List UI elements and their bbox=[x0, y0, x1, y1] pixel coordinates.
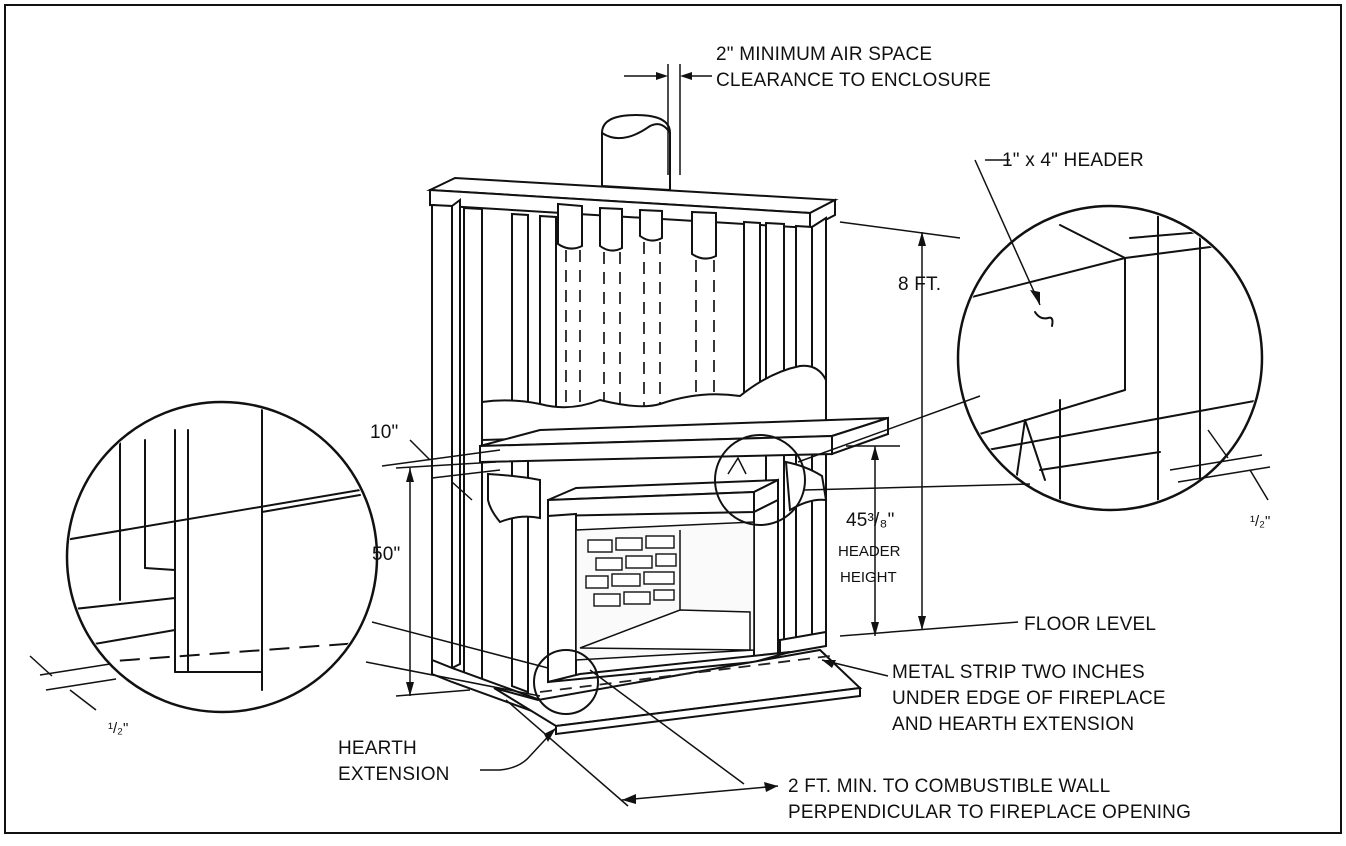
fireplace-unit bbox=[547, 478, 791, 684]
diagram-border bbox=[4, 4, 1342, 834]
left-stud-side bbox=[451, 198, 461, 670]
detail-marker-hearth bbox=[533, 649, 599, 715]
bottom-plate-right bbox=[779, 630, 827, 656]
half-inch-dim-right: ¹/₂" bbox=[1169, 429, 1270, 530]
hearth-label-line1: HEARTH bbox=[338, 738, 417, 759]
mantel-shelf bbox=[479, 416, 889, 464]
metal-strip-label-line3: AND HEARTH EXTENSION bbox=[892, 714, 1134, 735]
metal-strip-callout: METAL STRIP TWO INCHES UNDER EDGE OF FIR… bbox=[821, 659, 1166, 735]
header-height-label-line1: HEADER bbox=[838, 543, 901, 560]
header-callout: 1" x 4" HEADER bbox=[974, 150, 1144, 306]
header-height-label-line2: HEIGHT bbox=[840, 569, 897, 586]
half-inch-right-label: ¹/₂" bbox=[1250, 513, 1270, 530]
detail-leader-2 bbox=[803, 483, 1031, 491]
firebrick-pattern bbox=[585, 535, 677, 607]
header-height-value: 45³/₈" bbox=[846, 510, 895, 531]
pipe-body bbox=[601, 113, 671, 192]
drywall-upper-edge bbox=[481, 364, 827, 442]
depth-10in-label: 10" bbox=[370, 422, 398, 443]
height-8ft-label: 8 FT. bbox=[898, 274, 941, 295]
height-50in-dimension: 50" bbox=[372, 461, 497, 697]
depth-10in-dimension: 10" bbox=[370, 422, 501, 501]
detail-marker-header bbox=[714, 434, 806, 526]
hearth-detail-leader-1 bbox=[371, 621, 549, 669]
hearth-detail-leader-2 bbox=[365, 661, 541, 697]
combustible-clearance-dimension: 2 FT. MIN. TO COMBUSTIBLE WALL PERPENDIC… bbox=[505, 669, 1191, 823]
height-50in-label: 50" bbox=[372, 544, 400, 565]
detail-leader-1 bbox=[797, 395, 981, 463]
header-detail-label: 1" x 4" HEADER bbox=[1002, 150, 1144, 171]
fireplace-base bbox=[547, 651, 791, 683]
left-post bbox=[547, 512, 577, 684]
half-inch-left-label: ¹/₂" bbox=[108, 720, 128, 737]
left-stud-2 bbox=[463, 206, 483, 684]
chimney-pipe bbox=[601, 113, 671, 192]
hearth-detail-view bbox=[65, 400, 379, 714]
left-stud-front bbox=[431, 203, 453, 670]
hearth-edge bbox=[555, 686, 861, 736]
header-height-dimension: 45³/₈" HEADER HEIGHT bbox=[838, 445, 901, 636]
hearth-extension-callout: HEARTH EXTENSION bbox=[338, 727, 557, 785]
metal-strip-label-line2: UNDER EDGE OF FIREPLACE bbox=[892, 688, 1166, 709]
height-8ft-dimension: 8 FT. bbox=[839, 221, 961, 630]
header-detail-view bbox=[956, 204, 1264, 512]
top-plate-end bbox=[809, 198, 836, 230]
chase-stud-1 bbox=[539, 214, 557, 411]
floor-level-callout: FLOOR LEVEL bbox=[839, 614, 1156, 637]
metal-strip-label-line1: METAL STRIP TWO INCHES bbox=[892, 662, 1145, 683]
air-space-label-line1: 2" MINIMUM AIR SPACE bbox=[716, 44, 932, 65]
combustible-label-line1: 2 FT. MIN. TO COMBUSTIBLE WALL bbox=[788, 776, 1110, 797]
floor-level-label: FLOOR LEVEL bbox=[1024, 614, 1156, 635]
air-space-label-line2: CLEARANCE TO ENCLOSURE bbox=[716, 70, 991, 91]
half-inch-dim-left: ¹/₂" bbox=[29, 655, 128, 737]
chase-stud-2 bbox=[743, 220, 761, 411]
chase-blocks bbox=[557, 202, 717, 410]
pipe-top-edge bbox=[601, 123, 671, 140]
hearth-label-line2: EXTENSION bbox=[338, 764, 450, 785]
combustible-label-line2: PERPENDICULAR TO FIREPLACE OPENING bbox=[788, 802, 1191, 823]
air-space-dimension: 2" MINIMUM AIR SPACE CLEARANCE TO ENCLOS… bbox=[624, 44, 991, 175]
